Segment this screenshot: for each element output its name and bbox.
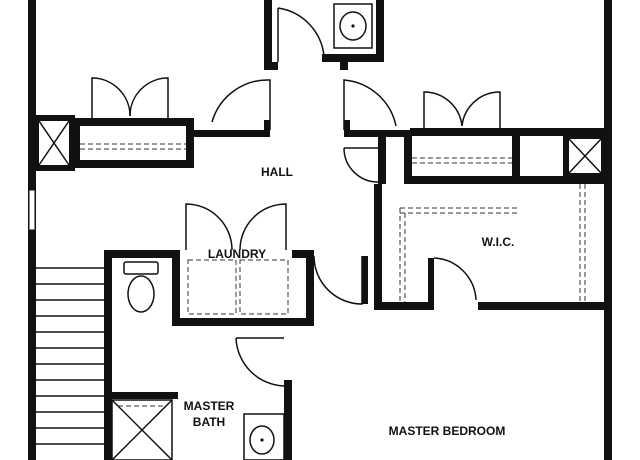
wic-label: W.I.C. — [482, 235, 515, 249]
laundry-room — [106, 203, 368, 326]
left-window — [28, 189, 36, 231]
left-closet — [72, 77, 194, 168]
left-chase — [33, 115, 75, 171]
exterior-walls — [28, 0, 612, 460]
master-bath — [104, 250, 292, 460]
master-bath-label-line1: MASTER — [184, 399, 235, 413]
master-bedroom-label: MASTER BEDROOM — [389, 424, 506, 438]
hall-double-door — [211, 79, 397, 130]
top-bathroom — [264, 0, 384, 70]
hall-label: HALL — [261, 165, 293, 179]
walk-in-closet — [374, 176, 612, 310]
right-closet — [343, 91, 612, 184]
right-chase — [563, 133, 607, 179]
stairs — [36, 267, 104, 445]
master-bath-label-line2: BATH — [193, 415, 225, 429]
laundry-label: LAUNDRY — [208, 247, 266, 261]
hall-left-wall — [194, 120, 270, 137]
